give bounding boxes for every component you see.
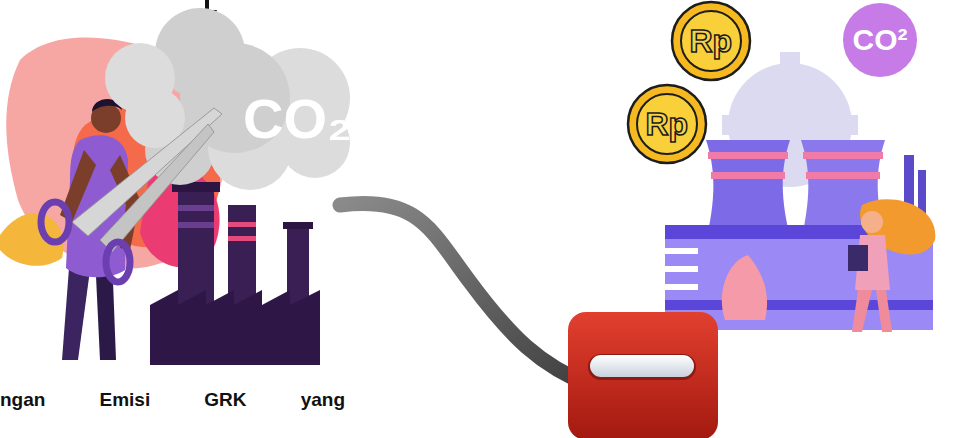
minus-button bbox=[568, 312, 718, 438]
person-figure bbox=[60, 99, 140, 360]
minus-shadow bbox=[588, 354, 696, 380]
smoke-cloud: CO₂ bbox=[95, 18, 355, 193]
scissors bbox=[41, 108, 222, 282]
node-text: CO₂ bbox=[243, 86, 352, 151]
cloud-puff bbox=[125, 88, 185, 148]
woman-figure bbox=[848, 199, 935, 332]
bubble-circle bbox=[843, 3, 917, 77]
factory-building bbox=[150, 290, 320, 365]
factory-right bbox=[658, 52, 933, 330]
scissor-blade bbox=[72, 108, 222, 236]
woman-head bbox=[861, 211, 883, 233]
chimney-stripe bbox=[228, 222, 256, 227]
tower-stripe bbox=[711, 172, 785, 179]
co2-bubble: CO² bbox=[842, 2, 918, 78]
coin-rim bbox=[628, 85, 706, 163]
minus-sign bbox=[590, 355, 694, 377]
gear-tooth bbox=[842, 115, 858, 135]
scissor-blade bbox=[100, 124, 214, 252]
yellow-blob bbox=[0, 213, 63, 265]
chimney-stripe bbox=[178, 205, 214, 211]
woman-leg bbox=[852, 290, 872, 332]
scissor-handle bbox=[106, 242, 130, 282]
tower-stripe bbox=[806, 172, 880, 179]
coin: Rp bbox=[670, 0, 752, 82]
node-text: Rp bbox=[646, 106, 689, 143]
stair-step bbox=[658, 248, 698, 254]
caption-text: ngan Emisi GRK yang bbox=[0, 389, 345, 411]
tower-stripe bbox=[708, 152, 788, 159]
tablet bbox=[848, 245, 868, 271]
stair-step bbox=[658, 284, 698, 290]
cable bbox=[340, 203, 592, 386]
woman-leg bbox=[876, 290, 892, 332]
coral-plant bbox=[722, 255, 767, 320]
gear-tooth bbox=[780, 52, 800, 68]
node-text: Rp bbox=[690, 23, 733, 60]
factory-band bbox=[665, 300, 933, 310]
coin-face bbox=[637, 94, 697, 154]
button-body bbox=[568, 312, 718, 438]
tower-stripe bbox=[803, 152, 883, 159]
chimney-stripe bbox=[228, 236, 256, 241]
coin-rim bbox=[672, 2, 750, 80]
person-arm bbox=[60, 150, 96, 222]
chimney-stripe bbox=[178, 222, 214, 228]
node-text: CO² bbox=[853, 23, 908, 57]
coin: Rp bbox=[626, 83, 708, 165]
coin-face bbox=[681, 11, 741, 71]
stair-step bbox=[658, 266, 698, 272]
gear-tooth bbox=[722, 115, 738, 135]
scissor-handle bbox=[41, 202, 69, 242]
person-arm bbox=[110, 155, 140, 250]
chimney-cap bbox=[283, 222, 313, 229]
factory-left bbox=[150, 182, 320, 365]
